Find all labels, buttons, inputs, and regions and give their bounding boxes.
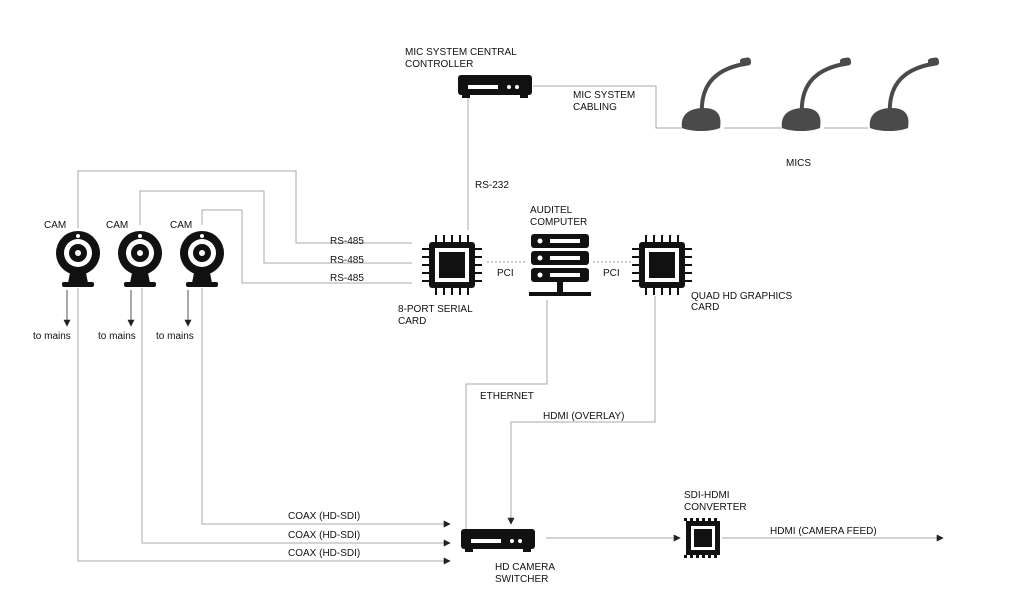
labels: MIC SYSTEM CENTRAL CONTROLLER MIC SYSTEM… xyxy=(33,47,877,585)
cam-label-2: CAM xyxy=(106,220,128,231)
coax-label-2: COAX (HD-SDI) xyxy=(288,530,360,541)
to-mains-label-3: to mains xyxy=(156,331,194,342)
rs485-label-3: RS-485 xyxy=(330,273,364,284)
rs485-label-1: RS-485 xyxy=(330,236,364,247)
webcam-icon xyxy=(180,231,224,287)
rs485-line-3 xyxy=(201,209,412,284)
rs485-line-1 xyxy=(77,170,412,244)
wiring xyxy=(63,85,944,565)
webcam-icon xyxy=(56,231,100,287)
server-icon xyxy=(529,234,591,296)
converter-chip-icon xyxy=(684,518,720,558)
serial-card-label-line2: CARD xyxy=(398,316,426,327)
graphics-card-label-line1: QUAD HD GRAPHICS xyxy=(691,291,792,302)
rs232-label: RS-232 xyxy=(475,180,509,191)
auditel-label-line1: AUDITEL xyxy=(530,205,573,216)
gooseneck-mic-icon xyxy=(867,55,942,133)
hdmi-overlay-line xyxy=(510,296,656,520)
rs485-line-2 xyxy=(139,190,412,264)
converter-label-line1: SDI-HDMI xyxy=(684,490,730,501)
converter-label-line2: CONVERTER xyxy=(684,502,747,513)
to-mains-label-2: to mains xyxy=(98,331,136,342)
mic-controller-label-line1: MIC SYSTEM CENTRAL xyxy=(405,47,517,58)
gooseneck-mic-icon xyxy=(779,55,854,133)
coax-label-1: COAX (HD-SDI) xyxy=(288,511,360,522)
coax-line-1 xyxy=(201,288,440,525)
chip-icon xyxy=(421,234,483,296)
coax-label-3: COAX (HD-SDI) xyxy=(288,548,360,559)
network-box-icon xyxy=(461,529,535,552)
auditel-label-line2: COMPUTER xyxy=(530,217,587,228)
network-box-icon xyxy=(458,75,532,98)
switcher-label-line1: HD CAMERA xyxy=(495,562,555,573)
gooseneck-mic-icon xyxy=(679,55,754,133)
mics-label: MICS xyxy=(786,158,811,169)
mic-controller-label-line2: CONTROLLER xyxy=(405,59,473,70)
coax-line-3 xyxy=(77,288,440,562)
to-mains-label-1: to mains xyxy=(33,331,71,342)
serial-card-label-line1: 8-PORT SERIAL xyxy=(398,304,473,315)
hdmi-overlay-label: HDMI (OVERLAY) xyxy=(543,411,625,422)
graphics-card-label-line2: CARD xyxy=(691,302,719,313)
hdmi-camera-feed-label: HDMI (CAMERA FEED) xyxy=(770,526,877,537)
mic-system-cabling-line xyxy=(533,85,682,129)
mic-cabling-label-line1: MIC SYSTEM xyxy=(573,90,635,101)
cam-label-1: CAM xyxy=(44,220,66,231)
switcher-label-line2: SWITCHER xyxy=(495,574,548,585)
pci-label-left: PCI xyxy=(497,268,514,279)
chip-icon xyxy=(631,234,693,296)
pci-label-right: PCI xyxy=(603,268,620,279)
ethernet-label: ETHERNET xyxy=(480,391,534,402)
webcam-icon xyxy=(118,231,162,287)
cam-label-3: CAM xyxy=(170,220,192,231)
rs485-label-2: RS-485 xyxy=(330,255,364,266)
ethernet-line xyxy=(465,300,548,530)
mic-cabling-label-line2: CABLING xyxy=(573,102,617,113)
coax-line-2 xyxy=(141,288,440,544)
